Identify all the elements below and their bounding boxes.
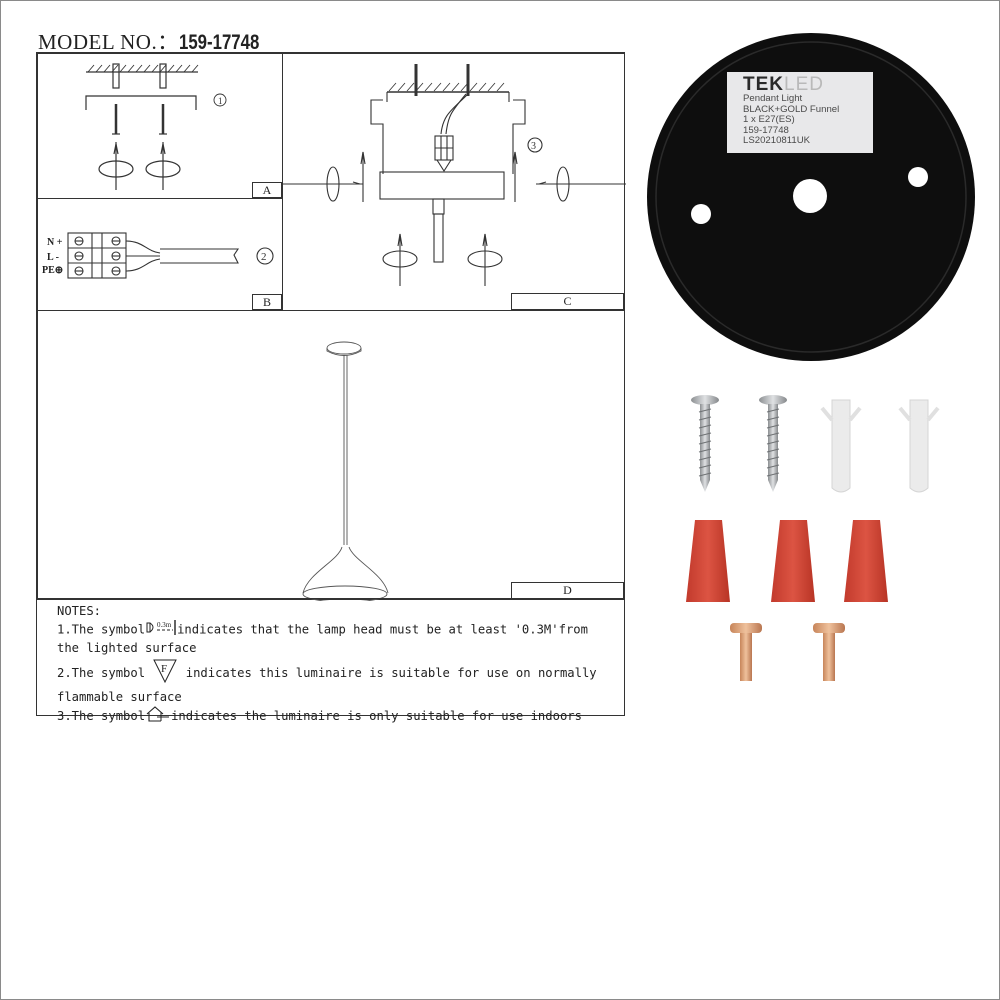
wood-screw-icon — [691, 395, 719, 492]
step-number: 1 — [218, 96, 223, 106]
panel-b: 2 N + L - PE⊕ B — [37, 198, 283, 311]
panel-a: 1 A — [37, 53, 283, 199]
wire-connector-icon — [844, 520, 888, 602]
panel-tag-b: B — [252, 294, 282, 310]
panel-c: 3 C — [282, 53, 626, 311]
panel-d: D — [37, 310, 625, 601]
model-number-heading: MODEL NO.：159-17748 — [38, 26, 279, 56]
canopy-attach-diagram: 3 — [283, 64, 626, 286]
wall-plug-icon — [820, 399, 862, 493]
step-number: 3 — [531, 141, 536, 152]
assembled-pendant-drawing — [302, 341, 389, 601]
bracket-mount-diagram: 1 — [85, 63, 227, 190]
center-cable-hole — [793, 179, 827, 213]
panel-tag-d: D — [511, 582, 624, 599]
label-bulb-type: 1 x E27(ES) — [743, 114, 795, 125]
flammable-surface-symbol-icon: F — [152, 658, 178, 689]
distance-symbol-icon: 0.3m — [145, 620, 177, 640]
brass-screw-icon — [813, 623, 845, 681]
mounting-hole-left — [691, 204, 711, 224]
svg-text:F: F — [161, 663, 167, 675]
model-number: 159-17748 — [178, 31, 260, 54]
product-label: TEKLED Pendant Light BLACK+GOLD Funnel 1… — [727, 72, 873, 153]
brand-logo: TEKLED — [743, 74, 824, 95]
indoor-use-symbol-icon — [145, 706, 171, 727]
wall-plug-icon — [898, 399, 940, 493]
terminal-label-pe: PE⊕ — [42, 265, 63, 276]
brass-screw-icon — [730, 623, 762, 681]
panel-tag-c: C — [511, 293, 624, 310]
wood-screw-icon — [759, 395, 787, 492]
svg-text:0.3m: 0.3m — [157, 621, 172, 629]
panel-tag-a: A — [252, 182, 282, 198]
label-model-number: 159-17748 — [743, 124, 789, 136]
model-label: MODEL NO.： — [38, 30, 179, 54]
note-1-continuation: the lighted surface — [57, 641, 197, 656]
terminal-wiring-diagram: 2 N + L - PE⊕ — [42, 232, 274, 279]
hardware-parts — [686, 395, 940, 681]
label-product-type: Pendant Light — [743, 93, 803, 104]
terminal-label-l: L - — [47, 252, 59, 263]
mounting-hole-right — [908, 167, 928, 187]
note-2: 2.The symbol F indicates this luminaire … — [57, 658, 624, 689]
terminal-label-n: N + — [47, 237, 63, 248]
label-batch-code: LS20210811UK — [743, 135, 811, 146]
step-number: 2 — [261, 251, 267, 263]
wire-connector-icon — [686, 520, 730, 602]
instruction-sheet: 1 A 2 N + L - PE⊕ B — [36, 52, 626, 716]
wire-connector-icon — [771, 520, 815, 602]
notes-title: NOTES: — [57, 604, 102, 618]
label-finish: BLACK+GOLD Funnel — [743, 103, 840, 115]
note-2-continuation: flammable surface — [57, 689, 182, 704]
